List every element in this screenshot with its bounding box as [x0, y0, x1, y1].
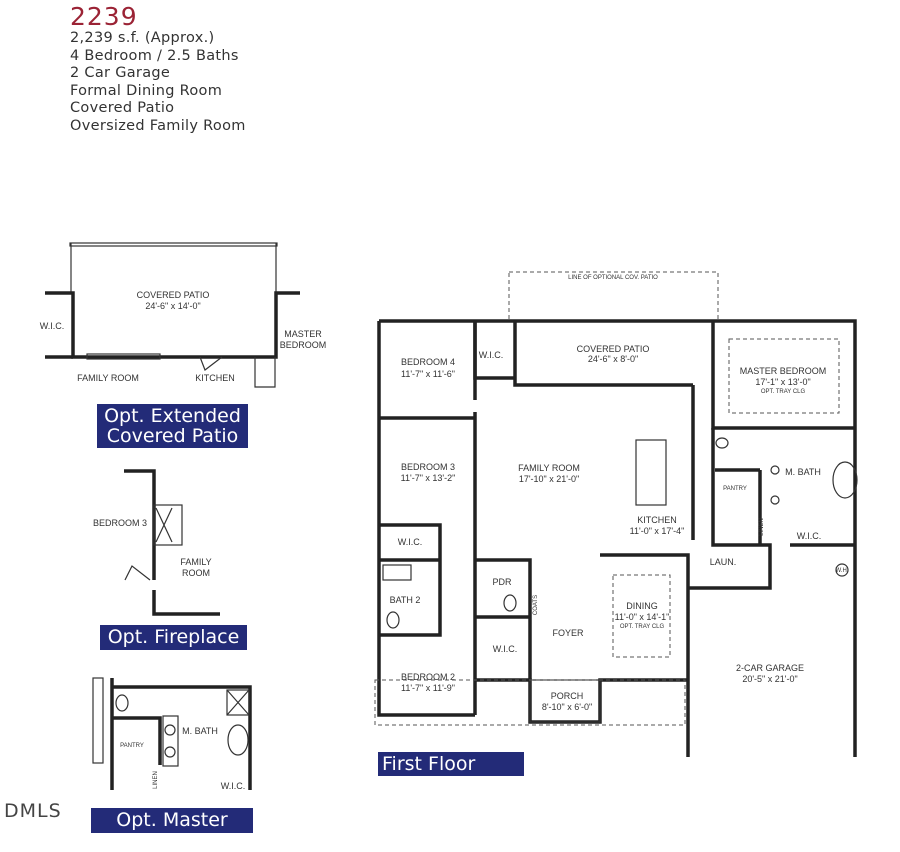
- bathtub-2-icon: [382, 564, 412, 581]
- shower-icon: [226, 689, 250, 716]
- label-dining-dim: 11'-0" x 14'-1": [615, 612, 670, 622]
- label-porch: PORCH: [551, 691, 584, 701]
- label-garage: 2-CAR GARAGE: [736, 663, 804, 673]
- label-m-bath: M. BATH: [182, 726, 218, 736]
- toilet-icon: [386, 611, 400, 629]
- label-covered-patio: COVERED PATIO: [577, 344, 650, 354]
- label-master-bedroom-dim: 17'-1" x 13'-0": [755, 377, 810, 387]
- pdr-toilet-icon: [503, 594, 517, 612]
- label-bedroom3: BEDROOM 3: [93, 518, 147, 528]
- feature-patio: Covered Patio: [70, 100, 175, 116]
- plan-header: 2239 2,239 s.f. (Approx.) 4 Bedroom / 2.…: [70, 4, 246, 135]
- label-family-room-dim: 17'-10" x 21'-0": [519, 474, 579, 484]
- patio-roof-edge: [69, 242, 278, 247]
- fireplace-icon: [153, 504, 183, 546]
- dmls-watermark: DMLS: [4, 800, 62, 822]
- banner-line-2: Covered Patio: [106, 425, 239, 447]
- label-foyer: FOYER: [552, 628, 584, 638]
- tub-icon: [227, 724, 249, 756]
- label-room: ROOM: [182, 568, 210, 578]
- feature-garage: 2 Car Garage: [70, 65, 171, 81]
- label-optional-patio: LINE OF OPTIONAL COV. PATIO: [568, 275, 658, 281]
- label-family: FAMILY: [180, 557, 211, 567]
- label-bath2: BATH 2: [390, 595, 421, 605]
- label-laundry: LAUN.: [710, 557, 737, 567]
- label-bedroom2: BEDROOM 2: [401, 672, 455, 682]
- label-bedroom: BEDROOM: [280, 340, 327, 350]
- label-dining-note: OPT. TRAY CLG: [620, 624, 665, 630]
- door-swing: [124, 565, 151, 581]
- label-master-bedroom: MASTER BEDROOM: [740, 366, 827, 376]
- label-dining: DINING: [626, 601, 658, 611]
- banner-opt-fireplace: Opt. Fireplace: [100, 625, 247, 650]
- plan-number: 2239: [70, 2, 138, 31]
- opt-fireplace-plan: BEDROOM 3 FAMILY ROOM: [93, 469, 220, 616]
- label-kitchen: KITCHEN: [637, 515, 677, 525]
- kitchen-island: [635, 439, 667, 506]
- label-pantry: PANTRY: [120, 743, 144, 749]
- label-kitchen-dim: 11'-0" x 17'-4": [630, 526, 685, 536]
- label-linen: LINEN: [153, 771, 159, 789]
- label-family-room: FAMILY ROOM: [77, 373, 139, 383]
- patio-door-swing: [199, 356, 223, 371]
- feature-sqft: 2,239 s.f. (Approx.): [70, 30, 215, 46]
- label-covered-patio-dim: 24'-6" x 14'-0": [145, 301, 200, 311]
- feature-bedrooms: 4 Bedroom / 2.5 Baths: [70, 47, 239, 64]
- label-covered-patio: COVERED PATIO: [137, 290, 210, 300]
- label-pdr: PDR: [492, 577, 512, 587]
- opt-extended-patio-plan: COVERED PATIO 24'-6" x 14'-0" W.I.C. MAS…: [40, 242, 327, 388]
- label-porch-dim: 8'-10" x 6'-0": [542, 702, 592, 712]
- first-floor-plan: LINE OF OPTIONAL COV. PATIO: [374, 271, 858, 757]
- optional-patio-line: [508, 271, 719, 322]
- water-heater-icon: [835, 563, 849, 577]
- tub-icon: [832, 461, 858, 499]
- banner-line-1: Opt. Extended: [104, 405, 241, 427]
- label-wic-bed4: W.I.C.: [479, 350, 504, 360]
- master-toilet-icon: [715, 437, 729, 449]
- counter: [92, 677, 104, 764]
- label-garage-dim: 20'-5" x 21'-0": [742, 674, 797, 684]
- label-coats: COATS: [533, 595, 539, 615]
- label-m-bath: M. BATH: [785, 467, 821, 477]
- label-master-note: OPT. TRAY CLG: [761, 389, 806, 395]
- label-family-room: FAMILY ROOM: [518, 463, 580, 473]
- label-wic: W.I.C.: [40, 321, 65, 331]
- porch-outline: [529, 679, 601, 723]
- label-bedroom3: BEDROOM 3: [401, 462, 455, 472]
- banner-first-floor: First Floor: [378, 752, 524, 776]
- label-wic-bed2: W.I.C.: [493, 644, 518, 654]
- label-wic-master: W.I.C.: [797, 531, 822, 541]
- label-linen: LINEN: [759, 518, 765, 536]
- banner-opt-extended-patio: Opt. Extended Covered Patio: [97, 404, 248, 448]
- label-master: MASTER: [284, 329, 322, 339]
- toilet-icon: [115, 694, 129, 712]
- banner-opt-master-bath: Opt. Master Bath: [91, 808, 253, 852]
- label-covered-patio-dim: 24'-6" x 8'-0": [588, 354, 638, 364]
- label-kitchen: KITCHEN: [195, 373, 235, 383]
- label-bedroom4: BEDROOM 4: [401, 357, 455, 367]
- label-bedroom4-dim: 11'-7" x 11'-6": [401, 369, 455, 379]
- label-wic-bed3: W.I.C.: [398, 537, 423, 547]
- feature-family-room: Oversized Family Room: [70, 117, 246, 134]
- label-water-heater: W.H.: [836, 568, 849, 574]
- label-wic: W.I.C.: [221, 781, 246, 791]
- opt-master-bath-plan: M. BATH PANTRY LINEN W.I.C.: [92, 677, 252, 791]
- patio-sliding-door: [86, 353, 161, 360]
- label-pantry: PANTRY: [723, 486, 747, 492]
- label-bedroom2-dim: 11'-7" x 11'-9": [401, 683, 455, 693]
- patio-walls: [45, 291, 300, 359]
- label-bedroom3-dim: 11'-7" x 13'-2": [401, 473, 456, 483]
- feature-dining: Formal Dining Room: [70, 82, 223, 99]
